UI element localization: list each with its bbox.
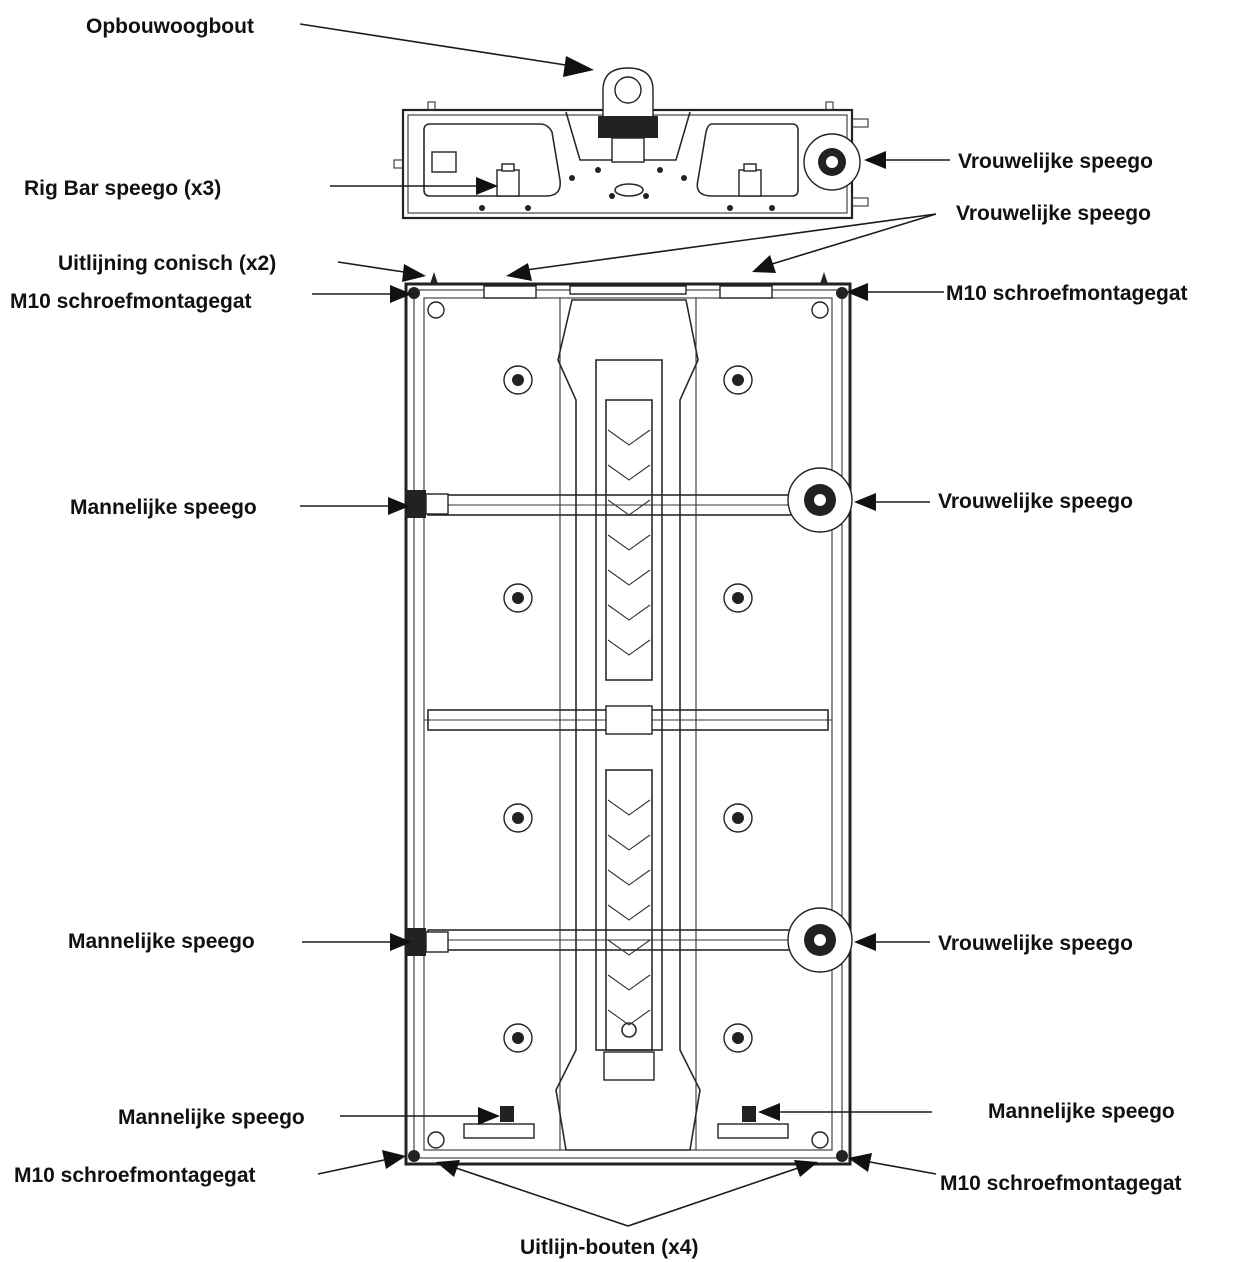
label-female-speego-top: Vrouwelijke speego — [956, 202, 1151, 225]
label-m10-top-right: M10 schroefmontagegat — [946, 282, 1188, 305]
rig-bar — [393, 67, 869, 220]
female-speego-round-icon — [787, 467, 853, 973]
callout-arrows — [299, 23, 950, 1227]
rig-bar-female-speego-icon — [803, 133, 861, 191]
callout-labels: Opbouwoogbout Rig Bar speego (x3) Vrouwe… — [10, 15, 1188, 1259]
label-alignment-bolts: Uitlijn-bouten (x4) — [520, 1236, 698, 1259]
label-alignment-cone: Uitlijning conisch (x2) — [58, 252, 276, 275]
label-lifting-eye: Opbouwoogbout — [86, 15, 254, 38]
label-m10-bottom-right: M10 schroefmontagegat — [940, 1172, 1182, 1195]
label-male-speego-bottom-right: Mannelijke speego — [988, 1100, 1175, 1123]
male-speego-bottom-icon — [463, 1106, 789, 1139]
lifting-eye-bolt — [598, 67, 658, 163]
label-female-speego-bar: Vrouwelijke speego — [958, 150, 1153, 173]
label-female-speego-upper: Vrouwelijke speego — [938, 490, 1133, 513]
label-male-speego-upper: Mannelijke speego — [70, 496, 257, 519]
led-panel — [404, 272, 853, 1166]
m10-screw-hole-icon — [408, 287, 848, 1162]
label-m10-top-left: M10 schroefmontagegat — [10, 290, 252, 313]
label-rig-bar-speego: Rig Bar speego (x3) — [24, 177, 221, 200]
male-speego-side-icon — [406, 490, 449, 956]
rig-bar-speego-icon — [431, 151, 762, 197]
label-male-speego-lower: Mannelijke speego — [68, 930, 255, 953]
alignment-bolt-icon — [427, 301, 829, 1149]
central-spine — [555, 299, 701, 1151]
label-male-speego-bottom-left: Mannelijke speego — [118, 1106, 305, 1129]
label-female-speego-lower: Vrouwelijke speego — [938, 932, 1133, 955]
module-connectors — [503, 365, 753, 1053]
label-m10-bottom-left: M10 schroefmontagegat — [14, 1164, 256, 1187]
alignment-cone-icon — [430, 272, 828, 284]
